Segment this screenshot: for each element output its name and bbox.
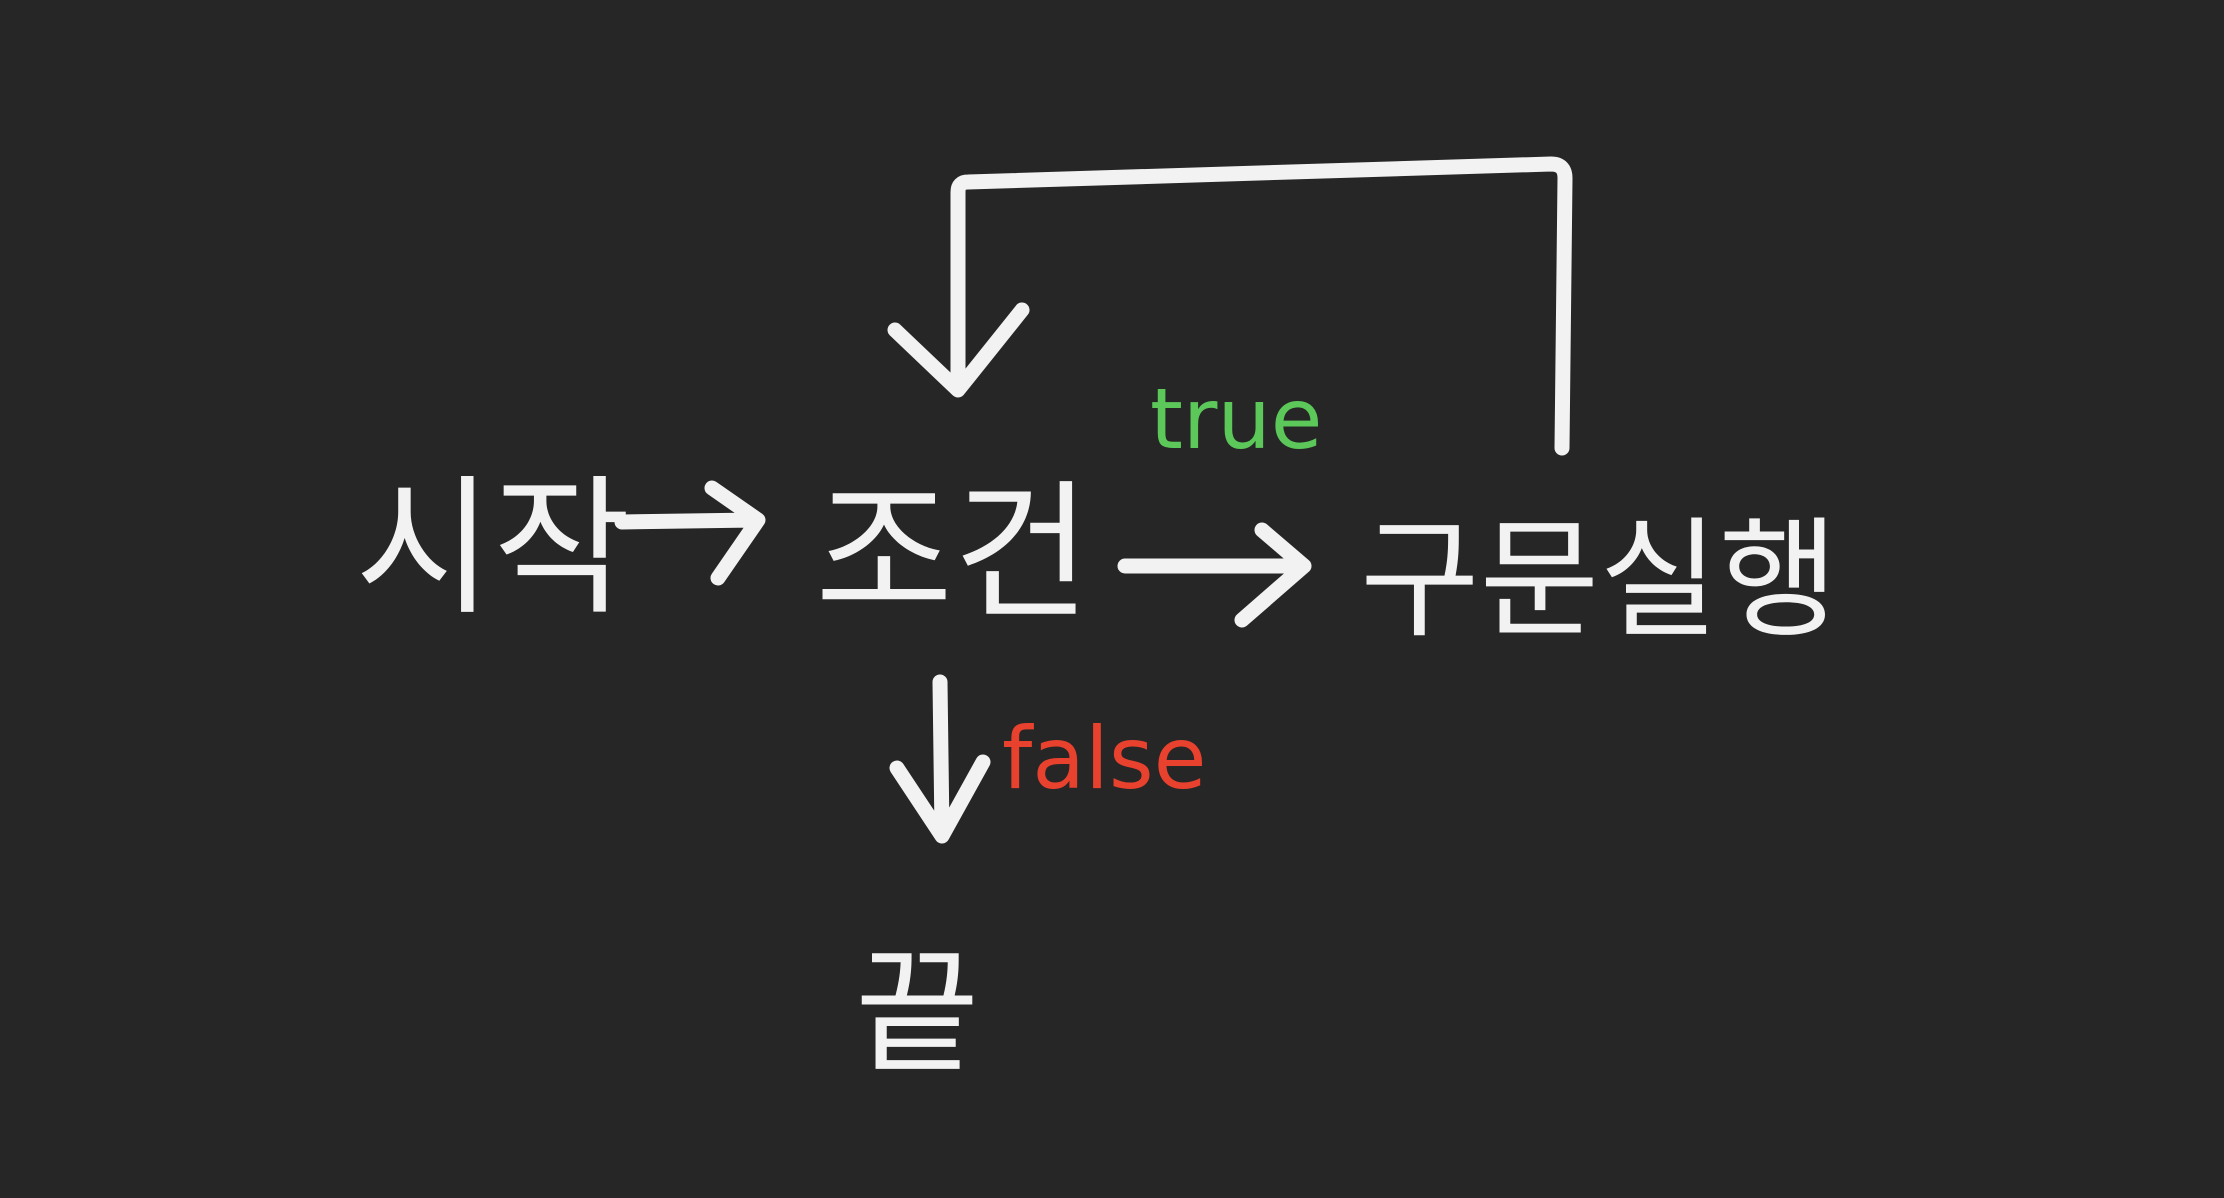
arrow-condition-to-end	[889, 674, 991, 844]
arrow-condition-to-execute	[1117, 522, 1312, 628]
node-condition: 조건	[815, 467, 1091, 641]
node-end: 끝	[855, 935, 979, 1092]
node-start: 시작	[355, 462, 631, 636]
edge-label-true: true	[1150, 370, 1322, 468]
edge-label-false: false	[1002, 709, 1207, 809]
arrow-loop-back-to-condition	[887, 156, 1573, 456]
node-execute-statement: 구문실행	[1360, 504, 1838, 656]
arrow-start-to-condition	[614, 480, 766, 586]
